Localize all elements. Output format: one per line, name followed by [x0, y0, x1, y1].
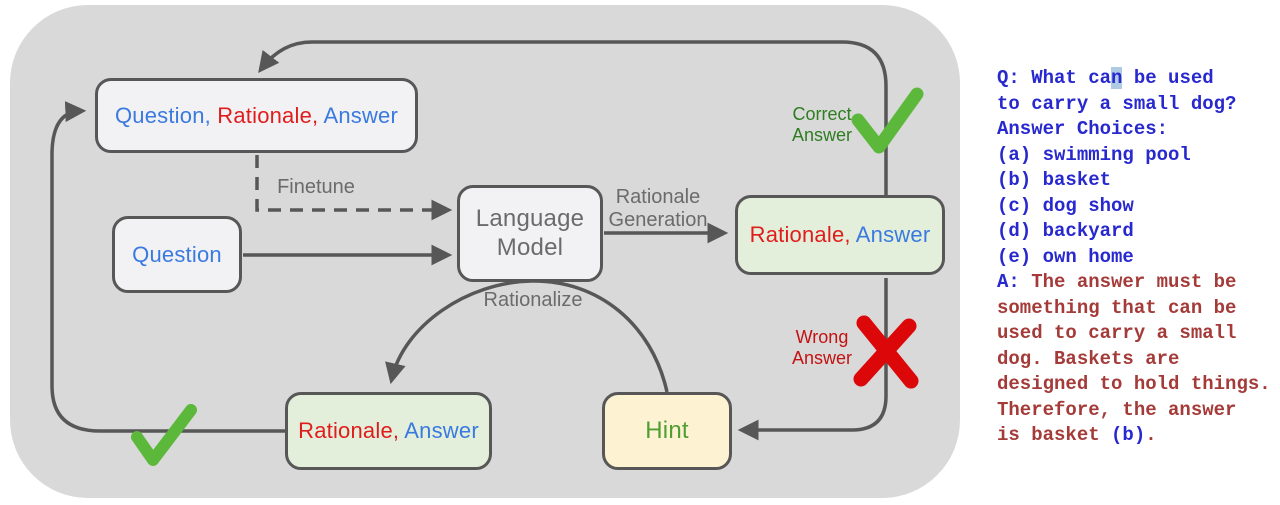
arrow-finetune	[255, 155, 453, 221]
example-line: Therefore, the answer	[997, 398, 1271, 424]
example-line: A: The answer must be	[997, 270, 1271, 296]
example-line: designed to hold things.	[997, 372, 1271, 398]
rationale-answer-box-bottom: Rationale, Answer	[285, 392, 492, 470]
example-line: is basket (b).	[997, 423, 1271, 449]
text-segment: used to carry a small	[997, 322, 1237, 344]
arrow-wrong-to-hint	[737, 278, 888, 441]
text-segment: Answer Choices:	[997, 118, 1169, 140]
text-segment: be used	[1122, 67, 1214, 89]
example-line: Answer Choices:	[997, 117, 1271, 143]
text-segment: (e) own home	[997, 245, 1134, 268]
question-rationale-answer-box: Question, Rationale, Answer	[95, 78, 418, 153]
text-segment: dog. Baskets are	[997, 347, 1180, 370]
rationale-answer-box-right: Rationale, Answer	[735, 195, 945, 275]
text-segment: (d) backyard	[997, 220, 1134, 242]
arrow-loop-left	[50, 101, 287, 433]
example-line: (e) own home	[997, 245, 1271, 271]
text-segment: Question,	[114, 102, 211, 128]
text-segment: Therefore, the answer	[997, 398, 1237, 421]
example-line: (d) backyard	[997, 219, 1271, 245]
rationalize-label: Rationalize	[483, 289, 583, 311]
text-segment: Question	[132, 241, 222, 267]
text-segment: n	[1111, 67, 1123, 89]
example-line: to carry a small dog?	[997, 92, 1271, 118]
green-check-icon	[851, 87, 924, 154]
text-segment: something that can be	[997, 296, 1237, 319]
text-segment: is basket	[997, 424, 1112, 446]
text-segment: (c) dog show	[997, 194, 1134, 217]
text-segment: Answer	[850, 222, 931, 247]
finetune-label: Finetune	[277, 176, 355, 198]
example-line: (a) swimming pool	[997, 143, 1271, 169]
text-segment: (a) swimming pool	[997, 143, 1191, 166]
example-line: (c) dog show	[997, 194, 1271, 220]
text-segment: (b) basket	[997, 169, 1112, 191]
text-segment: Rationale,	[210, 102, 319, 128]
question-box: Question	[112, 216, 242, 293]
text-segment: to carry a small dog?	[997, 92, 1237, 115]
hint-box: Hint	[602, 392, 732, 470]
text-segment: Rationale,	[298, 418, 400, 443]
text-segment: A:	[997, 271, 1020, 293]
text-segment: Q: What ca	[997, 67, 1112, 89]
text-segment: Answer	[399, 418, 479, 443]
text-segment: Rationale,	[749, 222, 851, 247]
example-line: something that can be	[997, 296, 1271, 322]
hint-label: Hint	[645, 417, 689, 444]
green-check-icon	[131, 404, 197, 466]
example-line: used to carry a small	[997, 321, 1271, 347]
example-line: Q: What can be used	[997, 66, 1271, 92]
text-segment: Answer	[318, 102, 399, 128]
example-line: dog. Baskets are	[997, 347, 1271, 373]
text-segment: (b)	[1111, 424, 1146, 446]
text-segment: .	[1145, 424, 1157, 446]
example-line: (b) basket	[997, 168, 1271, 194]
text-segment: The answer must be	[1019, 271, 1237, 293]
red-cross-icon	[853, 315, 919, 389]
text-segment: designed to hold things.	[997, 373, 1271, 395]
arrow-loop-top	[258, 40, 888, 198]
